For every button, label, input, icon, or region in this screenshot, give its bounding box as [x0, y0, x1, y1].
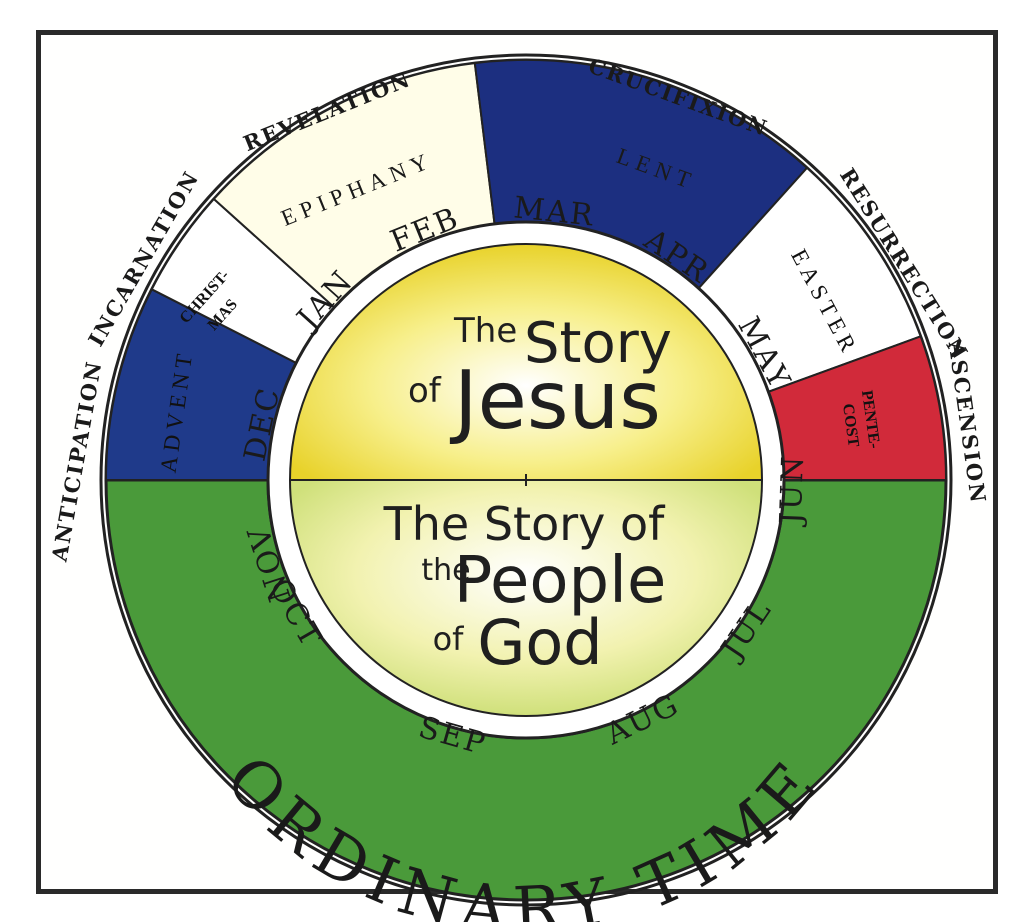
- center-jesus: Jesus: [449, 354, 661, 447]
- center-top-half: [288, 243, 764, 481]
- center-the: The: [453, 311, 517, 351]
- center-the-2: the: [421, 553, 470, 588]
- center-bottom-half: [288, 479, 764, 717]
- center-god: God: [477, 606, 602, 679]
- center-story-of: The Story of: [383, 497, 666, 551]
- center-of: of: [408, 371, 442, 411]
- month-mar: MAR: [512, 190, 596, 233]
- label-anticipation: ANTICIPATION: [46, 358, 106, 564]
- center-story: Story: [524, 311, 672, 376]
- outer-ring-line: [99, 53, 953, 907]
- label-pentecost-2: COST: [839, 403, 862, 449]
- center-people: People: [454, 544, 667, 618]
- center-of-2: of: [433, 620, 465, 658]
- month-jun: JUN: [773, 454, 811, 528]
